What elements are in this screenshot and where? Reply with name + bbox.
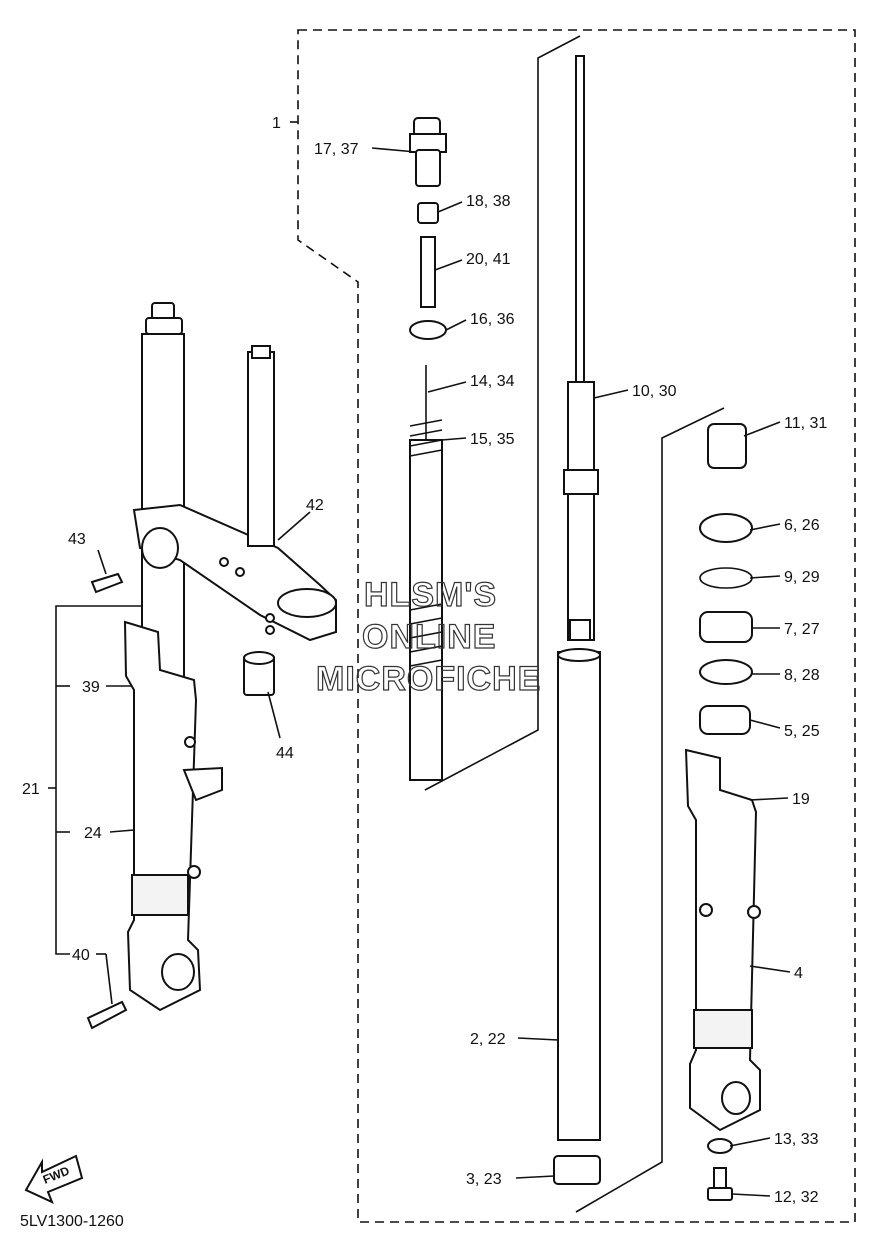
leader-lines [48, 121, 791, 1197]
label-3-23: 3, 23 [466, 1171, 502, 1188]
part-adjuster [409, 117, 447, 187]
assembly-boundary [297, 29, 856, 1223]
label-12-32: 12, 32 [774, 1189, 819, 1206]
watermark-line-1: HLSM'S [364, 576, 497, 614]
label-20-41: 20, 41 [466, 251, 511, 268]
cartridge-group-outline [424, 35, 581, 791]
label-9-29: 9, 29 [784, 569, 820, 586]
part-clip [699, 567, 753, 589]
label-43: 43 [68, 531, 86, 548]
label-7-27: 7, 27 [784, 621, 820, 638]
label-1: 1 [272, 115, 281, 132]
label-5-25: 5, 25 [784, 723, 820, 740]
label-18-38: 18, 38 [466, 193, 511, 210]
label-14-34: 14, 34 [470, 373, 515, 390]
part-drain-bolt [707, 1167, 733, 1201]
part-rod-and-spring [409, 365, 443, 781]
label-19: 19 [792, 791, 810, 808]
part-bottom-collar [553, 1155, 601, 1185]
part-ring [699, 659, 753, 685]
label-6-26: 6, 26 [784, 517, 820, 534]
part-top-cap [707, 423, 747, 469]
label-10-30: 10, 30 [632, 383, 677, 400]
callout-labels: 1 17, 37 18, 38 20, 41 16, 36 14, 34 15,… [22, 115, 827, 1206]
part-oil-seal [699, 513, 753, 543]
part-seal-washer [699, 611, 753, 643]
label-4: 4 [794, 965, 803, 982]
watermark-line-3: MICROFICHE [316, 660, 541, 698]
label-24: 24 [84, 825, 102, 842]
label-39: 39 [82, 679, 100, 696]
part-washer [409, 320, 447, 340]
label-11-31: 11, 31 [784, 415, 827, 432]
diagram-code: 5LV1300-1260 [20, 1213, 124, 1230]
label-15-35: 15, 35 [470, 431, 515, 448]
outer-tube-group-outline [575, 407, 725, 1213]
part-bushing [699, 705, 751, 735]
part-inner-tube [557, 648, 601, 1141]
part-damper-rod [563, 55, 599, 641]
label-40: 40 [72, 947, 90, 964]
watermark-line-2: ONLINE [362, 618, 496, 656]
label-13-33: 13, 33 [774, 1131, 819, 1148]
part-collar [420, 236, 436, 308]
part-drain-washer [707, 1138, 733, 1154]
part-outer-tube [684, 748, 761, 1132]
label-44: 44 [276, 745, 294, 762]
label-21: 21 [22, 781, 40, 798]
watermark: HLSM'S ONLINE MICROFICHE [315, 575, 541, 698]
label-42: 42 [306, 497, 324, 514]
label-16-36: 16, 36 [470, 311, 515, 328]
label-2-22: 2, 22 [470, 1031, 506, 1048]
fwd-arrow-icon: FWD [24, 1154, 84, 1204]
part-nut [417, 202, 439, 224]
label-17-37: 17, 37 [314, 141, 359, 158]
assembled-fork-leg [86, 302, 337, 1030]
label-8-28: 8, 28 [784, 667, 820, 684]
